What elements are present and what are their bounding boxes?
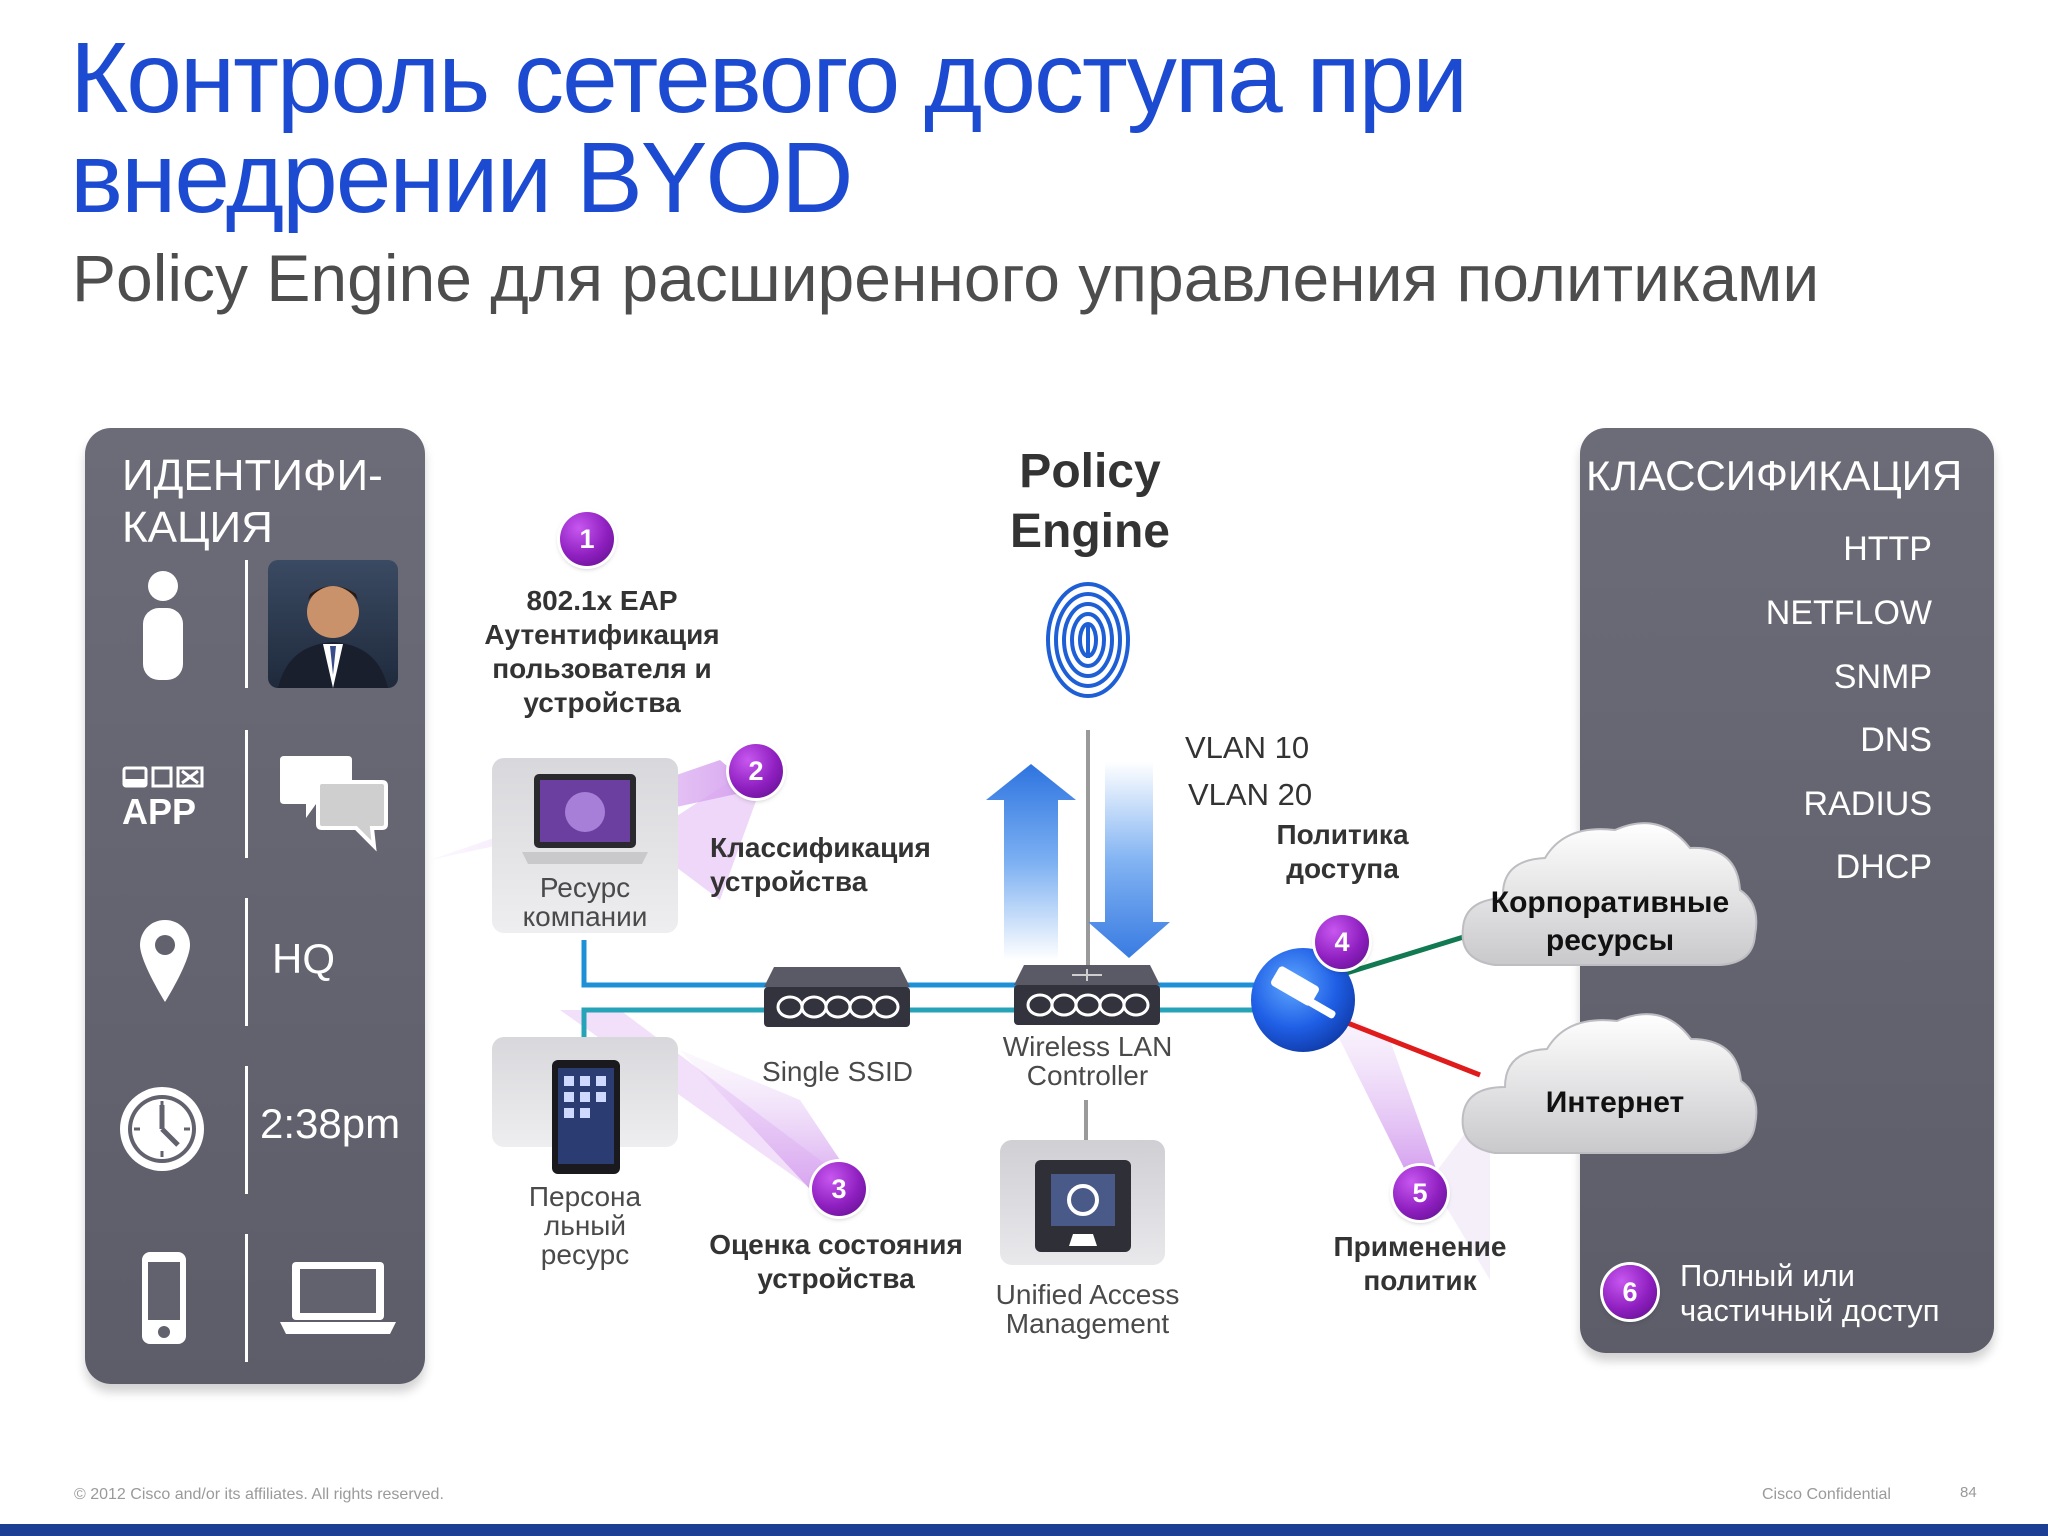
slide-subtitle: Policy Engine для расширенного управлени… (72, 241, 1820, 315)
step-2-badge: 2 (729, 744, 783, 798)
divider (245, 560, 248, 688)
tablet-icon (552, 1060, 620, 1174)
personal-resource-line3: ресурс (540, 1239, 630, 1270)
divider (245, 898, 248, 1026)
personal-resource-line2: льный (543, 1210, 627, 1241)
classification-item: DNS (1860, 721, 1932, 759)
fingerprint-icon (1046, 582, 1130, 698)
gavel-icon (1271, 966, 1336, 1019)
app-label: APP (122, 791, 197, 832)
classification-heading: КЛАССИФИКАЦИЯ (1586, 452, 1963, 499)
app-icon: APP (122, 765, 208, 830)
step-5-line2: политик (1363, 1265, 1477, 1296)
uam-label-line1: Unified Access (995, 1279, 1180, 1310)
download-arrow-shape (1088, 762, 1170, 958)
access-level-line2: частичный доступ (1680, 1293, 1940, 1328)
step3-highlight (680, 1050, 860, 1200)
ssid-label: Single SSID (762, 1056, 913, 1087)
step-1-line3: пользователя и (492, 653, 712, 684)
wlc-label: Wireless LAN Controller (975, 1032, 1200, 1090)
identification-heading-line2: КАЦИЯ (122, 503, 273, 552)
corporate-label-line1: Корпоративные (1490, 886, 1730, 919)
step-1-line2: Аутентификация (484, 619, 720, 650)
step-4-line1: Политика (1276, 819, 1409, 850)
laptop-icon (280, 1262, 396, 1334)
access-level-text: Полный или частичный доступ (1680, 1258, 1940, 1328)
access-point-icon (764, 967, 910, 1027)
step-4-badge: 4 (1315, 915, 1369, 969)
link-internet (1339, 1017, 1481, 1078)
uam-label: Unified Access Management (975, 1280, 1200, 1338)
user-photo (268, 560, 398, 688)
management-server-icon (1035, 1160, 1131, 1252)
classification-item: DHCP (1835, 848, 1932, 886)
wlc-label-line2: Controller (1026, 1060, 1149, 1091)
confidential-label: Cisco Confidential (1762, 1486, 1891, 1503)
step-2-line1: Классификация (710, 832, 931, 863)
step-2-line2: устройства (710, 866, 868, 897)
macbook-icon (522, 774, 648, 864)
step-1-label: 802.1x EAP Аутентификация пользователя и… (462, 584, 742, 720)
step-1-line4: устройства (523, 687, 681, 718)
personal-resource-label: Персона льный ресурс (492, 1182, 678, 1269)
clock-icon (120, 1087, 204, 1171)
corporate-resources-label: Корпоративные ресурсы (1470, 884, 1750, 960)
internet-label: Интернет (1545, 1086, 1685, 1119)
divider (245, 730, 248, 858)
step5-highlight (1320, 1000, 1440, 1180)
corporate-cloud (1461, 822, 1758, 966)
wireless-controller-icon (1014, 965, 1160, 1025)
user-icon (143, 571, 183, 680)
step-5-line1: Применение (1333, 1231, 1507, 1262)
classification-item: SNMP (1833, 658, 1932, 696)
divider (245, 1066, 248, 1194)
company-resource-line1: Ресурс (539, 872, 631, 903)
step-1-line1: 802.1x EAP (526, 585, 678, 616)
identification-heading-line1: ИДЕНТИФИ- (122, 451, 383, 500)
copyright: © 2012 Cisco and/or its affiliates. All … (74, 1486, 444, 1503)
location-value: HQ (272, 935, 335, 982)
vlan-20-label: VLAN 20 (1188, 777, 1313, 812)
company-resource-line2: компании (522, 901, 648, 932)
policy-engine-line1: Policy (1019, 445, 1161, 498)
step-4-line2: доступа (1286, 853, 1399, 884)
wlc-label-line1: Wireless LAN (1002, 1031, 1173, 1062)
step-3-line1: Оценка состояния (709, 1229, 963, 1260)
internet-cloud (1461, 1013, 1758, 1154)
step-6-badge: 6 (1603, 1265, 1657, 1319)
smartphone-icon (142, 1252, 186, 1344)
vlan-10-label: VLAN 10 (1185, 730, 1310, 765)
link-corporate (1339, 932, 1471, 978)
step-1-badge: 1 (560, 512, 614, 566)
uam-label-line2: Management (1005, 1308, 1170, 1339)
location-pin-icon (140, 920, 190, 1002)
policy-engine-title: Policy Engine (990, 442, 1190, 562)
step-3-badge: 3 (812, 1162, 866, 1216)
time-value: 2:38pm (260, 1100, 401, 1147)
step-2-label: Классификация устройства (710, 831, 931, 899)
bottom-bar (0, 1524, 2048, 1536)
corporate-label-line2: ресурсы (1545, 924, 1675, 957)
classification-item: RADIUS (1803, 785, 1932, 823)
step-3-line2: устройства (757, 1263, 915, 1294)
step-4-label: Политика доступа (1250, 818, 1435, 886)
link-company-resource (581, 940, 1280, 988)
company-resource-label: Ресурс компании (492, 873, 678, 931)
access-level-line1: Полный или (1680, 1258, 1855, 1293)
step-5-label: Применение политик (1320, 1230, 1520, 1298)
slide-title: Контроль сетевого доступа при внедрении … (70, 22, 1468, 234)
personal-resource-line1: Персона (528, 1181, 642, 1212)
policy-engine-line2: Engine (1009, 505, 1170, 558)
chat-bubbles-icon (280, 756, 388, 852)
step2-highlight-top (640, 775, 760, 900)
identification-heading: ИДЕНТИФИ- КАЦИЯ (122, 450, 383, 554)
classification-item: NETFLOW (1765, 594, 1932, 632)
classification-item: HTTP (1843, 530, 1932, 568)
divider (245, 1234, 248, 1362)
step-5-badge: 5 (1393, 1166, 1447, 1220)
upload-arrow (986, 764, 1076, 960)
page-number: 84 (1960, 1484, 1977, 1501)
step-3-label: Оценка состояния устройства (700, 1228, 972, 1296)
